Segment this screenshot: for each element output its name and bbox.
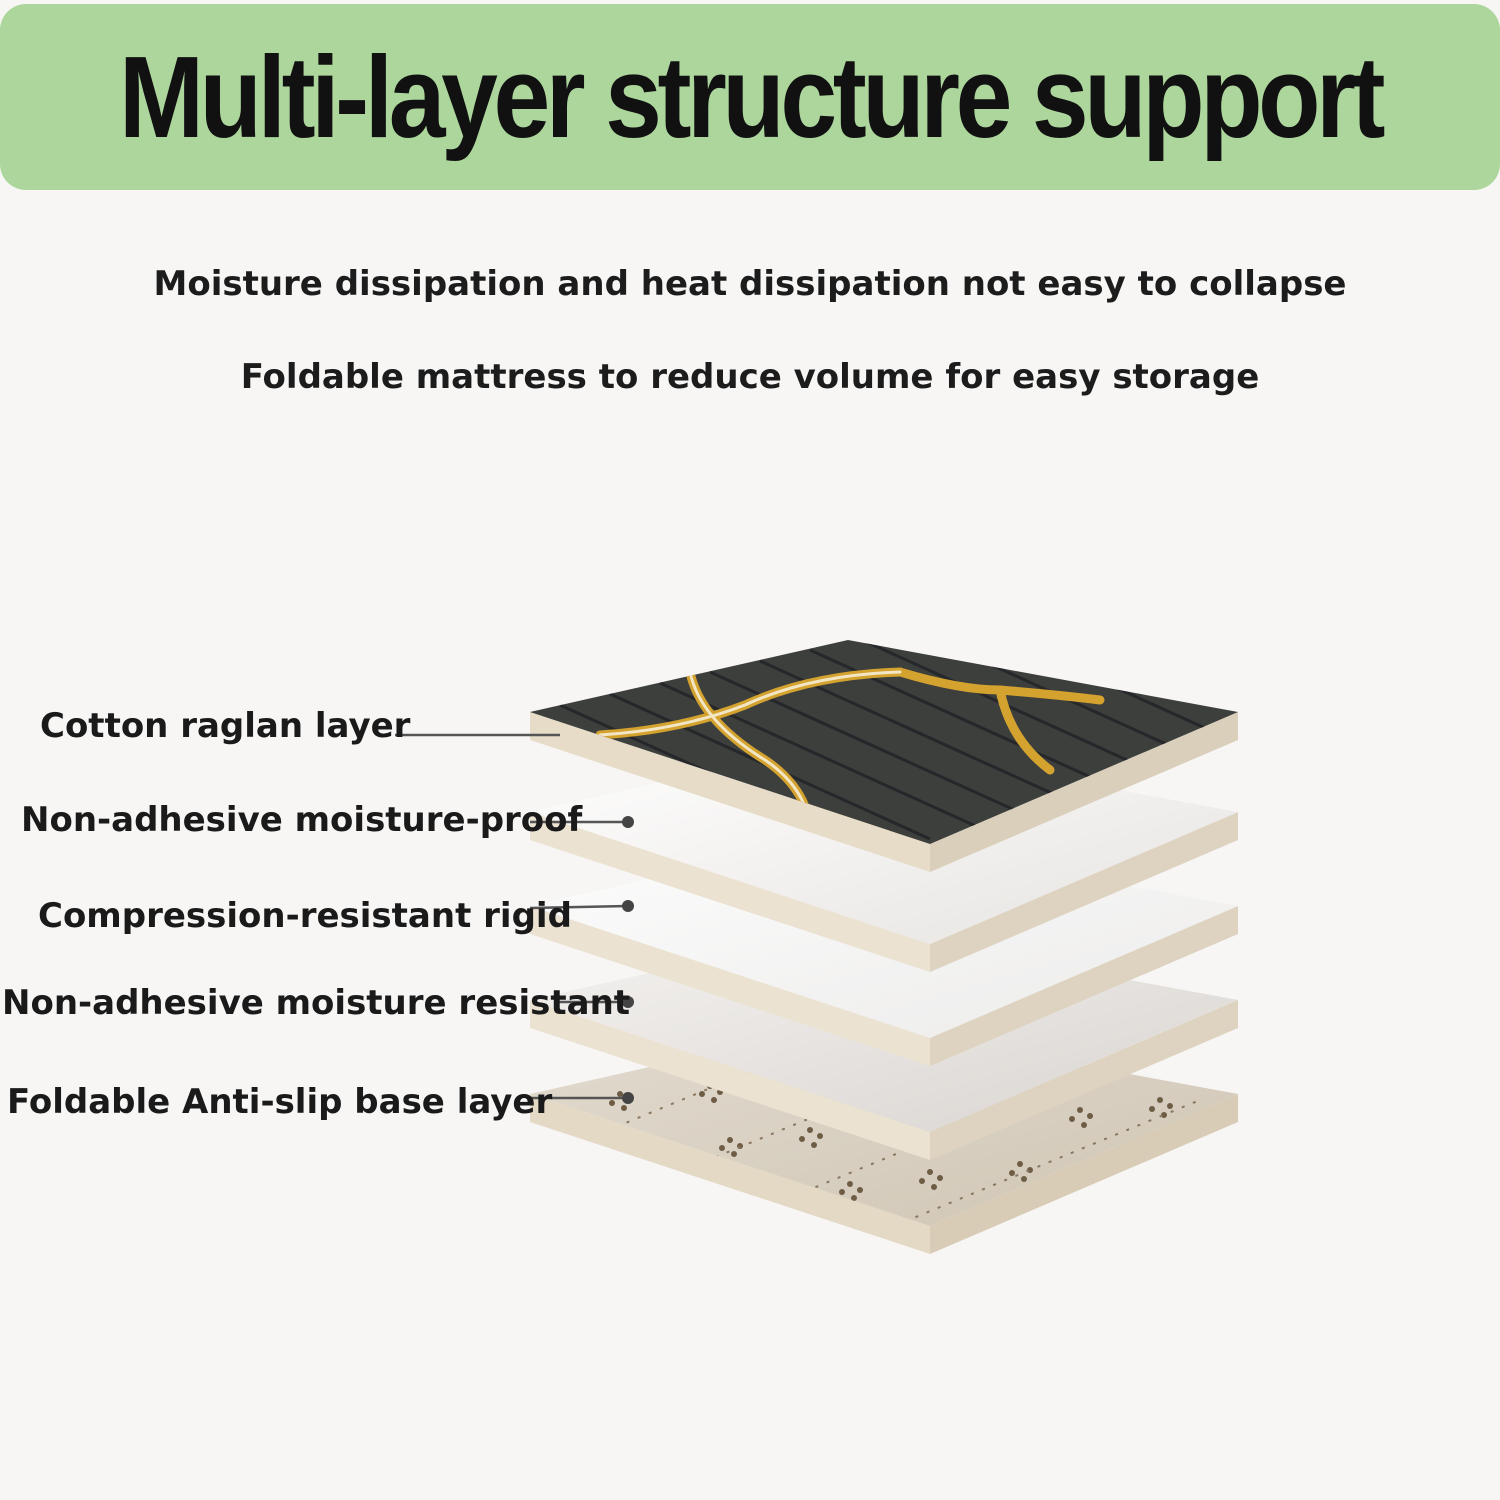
label-cotton-raglan: Cotton raglan layer bbox=[40, 706, 411, 746]
label-anti-slip-base: Foldable Anti-slip base layer bbox=[7, 1082, 553, 1122]
page-title: Multi-layer structure support bbox=[118, 32, 1385, 162]
feature-line-moisture: Moisture dissipation and heat dissipatio… bbox=[153, 264, 1347, 304]
leader-lines bbox=[395, 733, 634, 1104]
feature-line-foldable: Foldable mattress to reduce volume for e… bbox=[240, 357, 1260, 397]
label-compression-rigid: Compression-resistant rigid bbox=[38, 896, 572, 936]
label-moisture-proof: Non-adhesive moisture-proof bbox=[21, 800, 583, 840]
layer-slab-cotton bbox=[530, 640, 1238, 872]
title-banner: Multi-layer structure support bbox=[0, 4, 1500, 190]
label-moisture-resistant: Non-adhesive moisture resistant bbox=[2, 983, 631, 1023]
